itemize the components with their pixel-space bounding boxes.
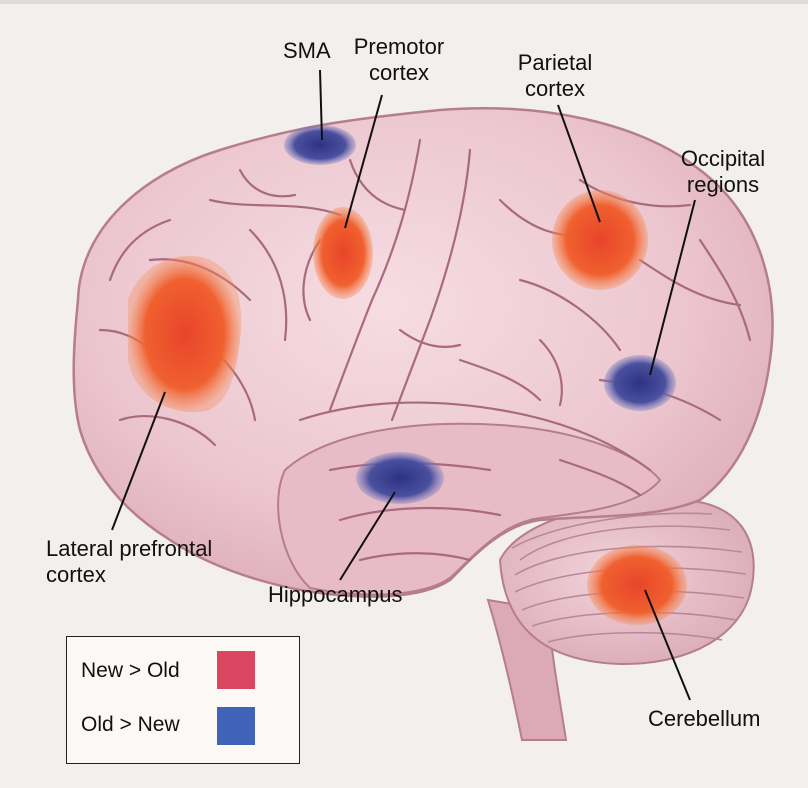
label-occipital-line1: Occipital (668, 146, 778, 172)
activation-occipital (604, 355, 676, 411)
activation-cerebellum (587, 545, 687, 625)
label-premotor: Premotor cortex (344, 34, 454, 86)
label-sma: SMA (283, 38, 331, 64)
label-hippocampus: Hippocampus (268, 582, 403, 608)
label-prefrontal-line2: cortex (46, 562, 212, 588)
label-premotor-line2: cortex (344, 60, 454, 86)
label-premotor-line1: Premotor (344, 34, 454, 60)
activation-prefrontal (128, 256, 241, 412)
legend-old-new-swatch (217, 707, 255, 745)
label-occipital: Occipital regions (668, 146, 778, 198)
activation-sma (284, 125, 356, 165)
label-parietal-line1: Parietal (505, 50, 605, 76)
label-cerebellum: Cerebellum (648, 706, 761, 732)
label-prefrontal-line1: Lateral prefrontal (46, 536, 212, 562)
legend-old-new-label: Old > New (81, 713, 180, 737)
activation-hippocampus (356, 452, 444, 504)
activation-parietal (552, 190, 648, 290)
label-occipital-line2: regions (668, 172, 778, 198)
activation-premotor (313, 207, 373, 299)
legend-new-old-label: New > Old (81, 659, 180, 683)
label-prefrontal: Lateral prefrontal cortex (46, 536, 212, 588)
label-parietal-line2: cortex (505, 76, 605, 102)
legend-new-old-swatch (217, 651, 255, 689)
label-parietal: Parietal cortex (505, 50, 605, 102)
legend: New > Old Old > New (66, 636, 300, 764)
